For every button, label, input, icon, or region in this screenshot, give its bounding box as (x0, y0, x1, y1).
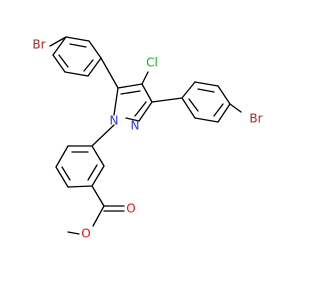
bond (125, 117, 140, 122)
bond (87, 57, 102, 77)
bond (64, 71, 89, 77)
bond (100, 57, 119, 89)
atom-labels: Br Cl Br N N O O (32, 38, 262, 241)
bond (52, 54, 66, 73)
bond (217, 85, 231, 105)
bond (113, 87, 119, 116)
molecule-structure: Br Cl Br N N O O (32, 36, 263, 241)
bond (138, 101, 153, 122)
bond (188, 98, 199, 112)
bond (88, 40, 102, 59)
bond (120, 90, 141, 95)
bond (229, 103, 242, 113)
bond (213, 103, 224, 117)
bond (52, 36, 67, 56)
bond (91, 165, 105, 187)
bond (194, 117, 219, 123)
bond (61, 166, 71, 181)
bond (87, 164, 98, 181)
bond (194, 81, 219, 87)
bond (141, 83, 153, 103)
bond (67, 185, 93, 188)
bond (197, 88, 215, 93)
chlorine-label: Cl (146, 56, 158, 70)
bond (83, 59, 94, 72)
nitrogen-label: N (110, 114, 119, 128)
bromine-label: Br (32, 38, 45, 52)
bond (55, 145, 69, 168)
bond (91, 124, 115, 147)
oxygen-label: O (126, 202, 135, 216)
bond (134, 101, 147, 117)
oxygen-label: O (81, 227, 90, 241)
bond (69, 43, 87, 48)
bond (91, 185, 105, 207)
bond (217, 103, 231, 123)
bond (49, 36, 67, 47)
bond (92, 205, 105, 227)
nitrogen-label: N (131, 119, 140, 133)
bond (117, 83, 143, 89)
bonds (49, 36, 242, 235)
bond (65, 36, 90, 42)
bond (91, 145, 105, 167)
bond (55, 166, 69, 188)
bond (151, 97, 183, 103)
bond (181, 81, 196, 99)
bond (141, 71, 149, 85)
bond (58, 54, 69, 68)
bond (181, 97, 196, 119)
bromine-label: Br (249, 112, 262, 126)
bond (67, 231, 80, 235)
